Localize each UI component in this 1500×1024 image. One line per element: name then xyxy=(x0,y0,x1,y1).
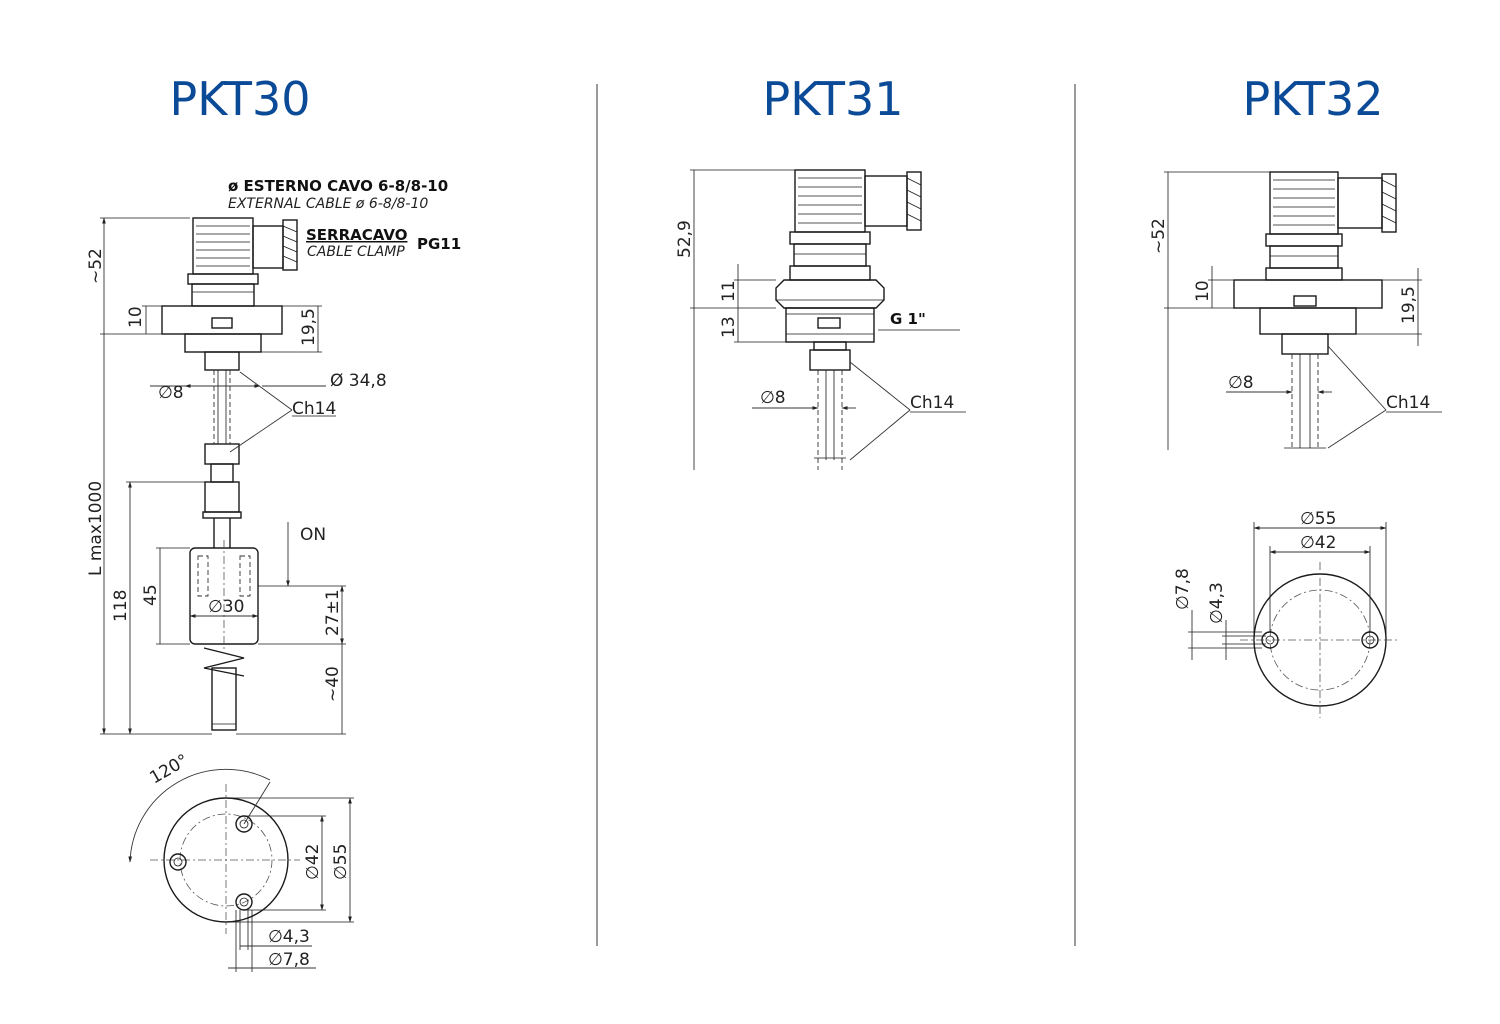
pkt31-dim-nut: 11 xyxy=(719,280,739,302)
separator-right xyxy=(1074,84,1076,946)
pkt31-hex-nut xyxy=(775,279,885,371)
pkt30-dim-flange-outer: ∅55 xyxy=(331,844,351,880)
pkt32-dimensions xyxy=(1164,171,1442,450)
pkt31-dimensions xyxy=(690,169,966,470)
pkt32-connector-head xyxy=(1265,171,1397,281)
separator-left xyxy=(596,84,598,946)
pkt32-dim-counterbore: ∅7,8 xyxy=(1173,568,1193,610)
pkt32-dim-flange: 10 xyxy=(1193,280,1213,302)
pkt30-hex: Ch14 xyxy=(292,399,336,419)
pkt30-clamp-label-it: SERRACAVO xyxy=(306,226,407,244)
title-pkt30: PKT30 xyxy=(169,72,311,126)
title-pkt32: PKT32 xyxy=(1242,72,1384,126)
pkt32-stem xyxy=(1284,354,1326,450)
pkt30-dim-switch-point: 27±1 xyxy=(323,589,343,636)
pkt30-cable-label-it: ø ESTERNO CAVO 6-8/8-10 xyxy=(228,177,448,195)
pkt30-angle: 120° xyxy=(147,751,192,789)
pkt30-dim-counterbore: ∅7,8 xyxy=(268,950,310,970)
pkt30-dim-flange-total: 19,5 xyxy=(299,308,319,346)
pkt30-dim-stem: ∅8 xyxy=(158,383,184,403)
pkt30-connector-head xyxy=(187,217,298,307)
pkt31-dim-stem: ∅8 xyxy=(760,388,786,408)
pkt30-clamp-label-en: CABLE CLAMP xyxy=(307,244,405,260)
pkt30-dim-float-height: 45 xyxy=(141,584,161,606)
pkt32-dim-bolt-circle: ∅42 xyxy=(1300,533,1336,553)
pkt32-flange xyxy=(1233,279,1383,355)
pkt31-stem xyxy=(814,370,846,470)
pkt30-float xyxy=(189,540,259,731)
pkt31-dim-thread-len: 13 xyxy=(719,316,739,338)
pkt30-dim-flange: 10 xyxy=(126,306,146,328)
pkt31-connector-head xyxy=(789,169,922,281)
pkt32-dim-hole: ∅4,3 xyxy=(1207,582,1227,624)
pkt30-cable-label-en: EXTERNAL CABLE ø 6-8/8-10 xyxy=(228,196,428,212)
pkt30-drawing: ø ESTERNO CAVO 6-8/8-10 EXTERNAL CABLE ø… xyxy=(86,177,461,972)
pkt30-flange xyxy=(161,305,283,353)
pkt30-stem xyxy=(202,351,242,548)
pkt32-hex: Ch14 xyxy=(1386,393,1430,413)
pkt32-top-view xyxy=(1188,522,1400,718)
pkt30-dim-hole: ∅4,3 xyxy=(268,927,310,947)
pkt30-dim-flange-dia: Ø 34,8 xyxy=(330,371,387,391)
pkt30-dim-bolt-circle: ∅42 xyxy=(303,844,323,880)
pkt30-dim-float-dia: ∅30 xyxy=(208,597,244,617)
pkt31-dim-head: 52,9 xyxy=(675,220,695,258)
pkt30-dim-float-zone: 118 xyxy=(111,590,131,622)
pkt32-dim-stem: ∅8 xyxy=(1228,373,1254,393)
pkt30-dim-length: L max1000 xyxy=(86,481,106,576)
pkt32-dim-head: ~52 xyxy=(1149,218,1169,254)
pkt30-dim-head: ~52 xyxy=(86,248,106,284)
pkt31-thread: G 1" xyxy=(890,310,926,328)
title-pkt31: PKT31 xyxy=(762,72,904,126)
pkt31-hex: Ch14 xyxy=(910,393,954,413)
pkt32-drawing: ~52 10 19,5 ∅8 Ch14 ∅55 ∅42 ∅7,8 ∅4,3 xyxy=(1149,171,1442,718)
pkt32-dim-flange-total: 19,5 xyxy=(1399,286,1419,324)
pkt30-clamp-thread: PG11 xyxy=(417,235,461,253)
pkt30-dim-tail: ~40 xyxy=(323,666,343,702)
pkt30-top-view xyxy=(128,768,354,972)
pkt30-state-on: ON xyxy=(300,525,326,545)
pkt32-dim-flange-outer: ∅55 xyxy=(1300,509,1336,529)
pkt31-drawing: 52,9 11 13 G 1" ∅8 Ch14 xyxy=(675,169,966,470)
pkt30-dimensions xyxy=(100,217,346,735)
